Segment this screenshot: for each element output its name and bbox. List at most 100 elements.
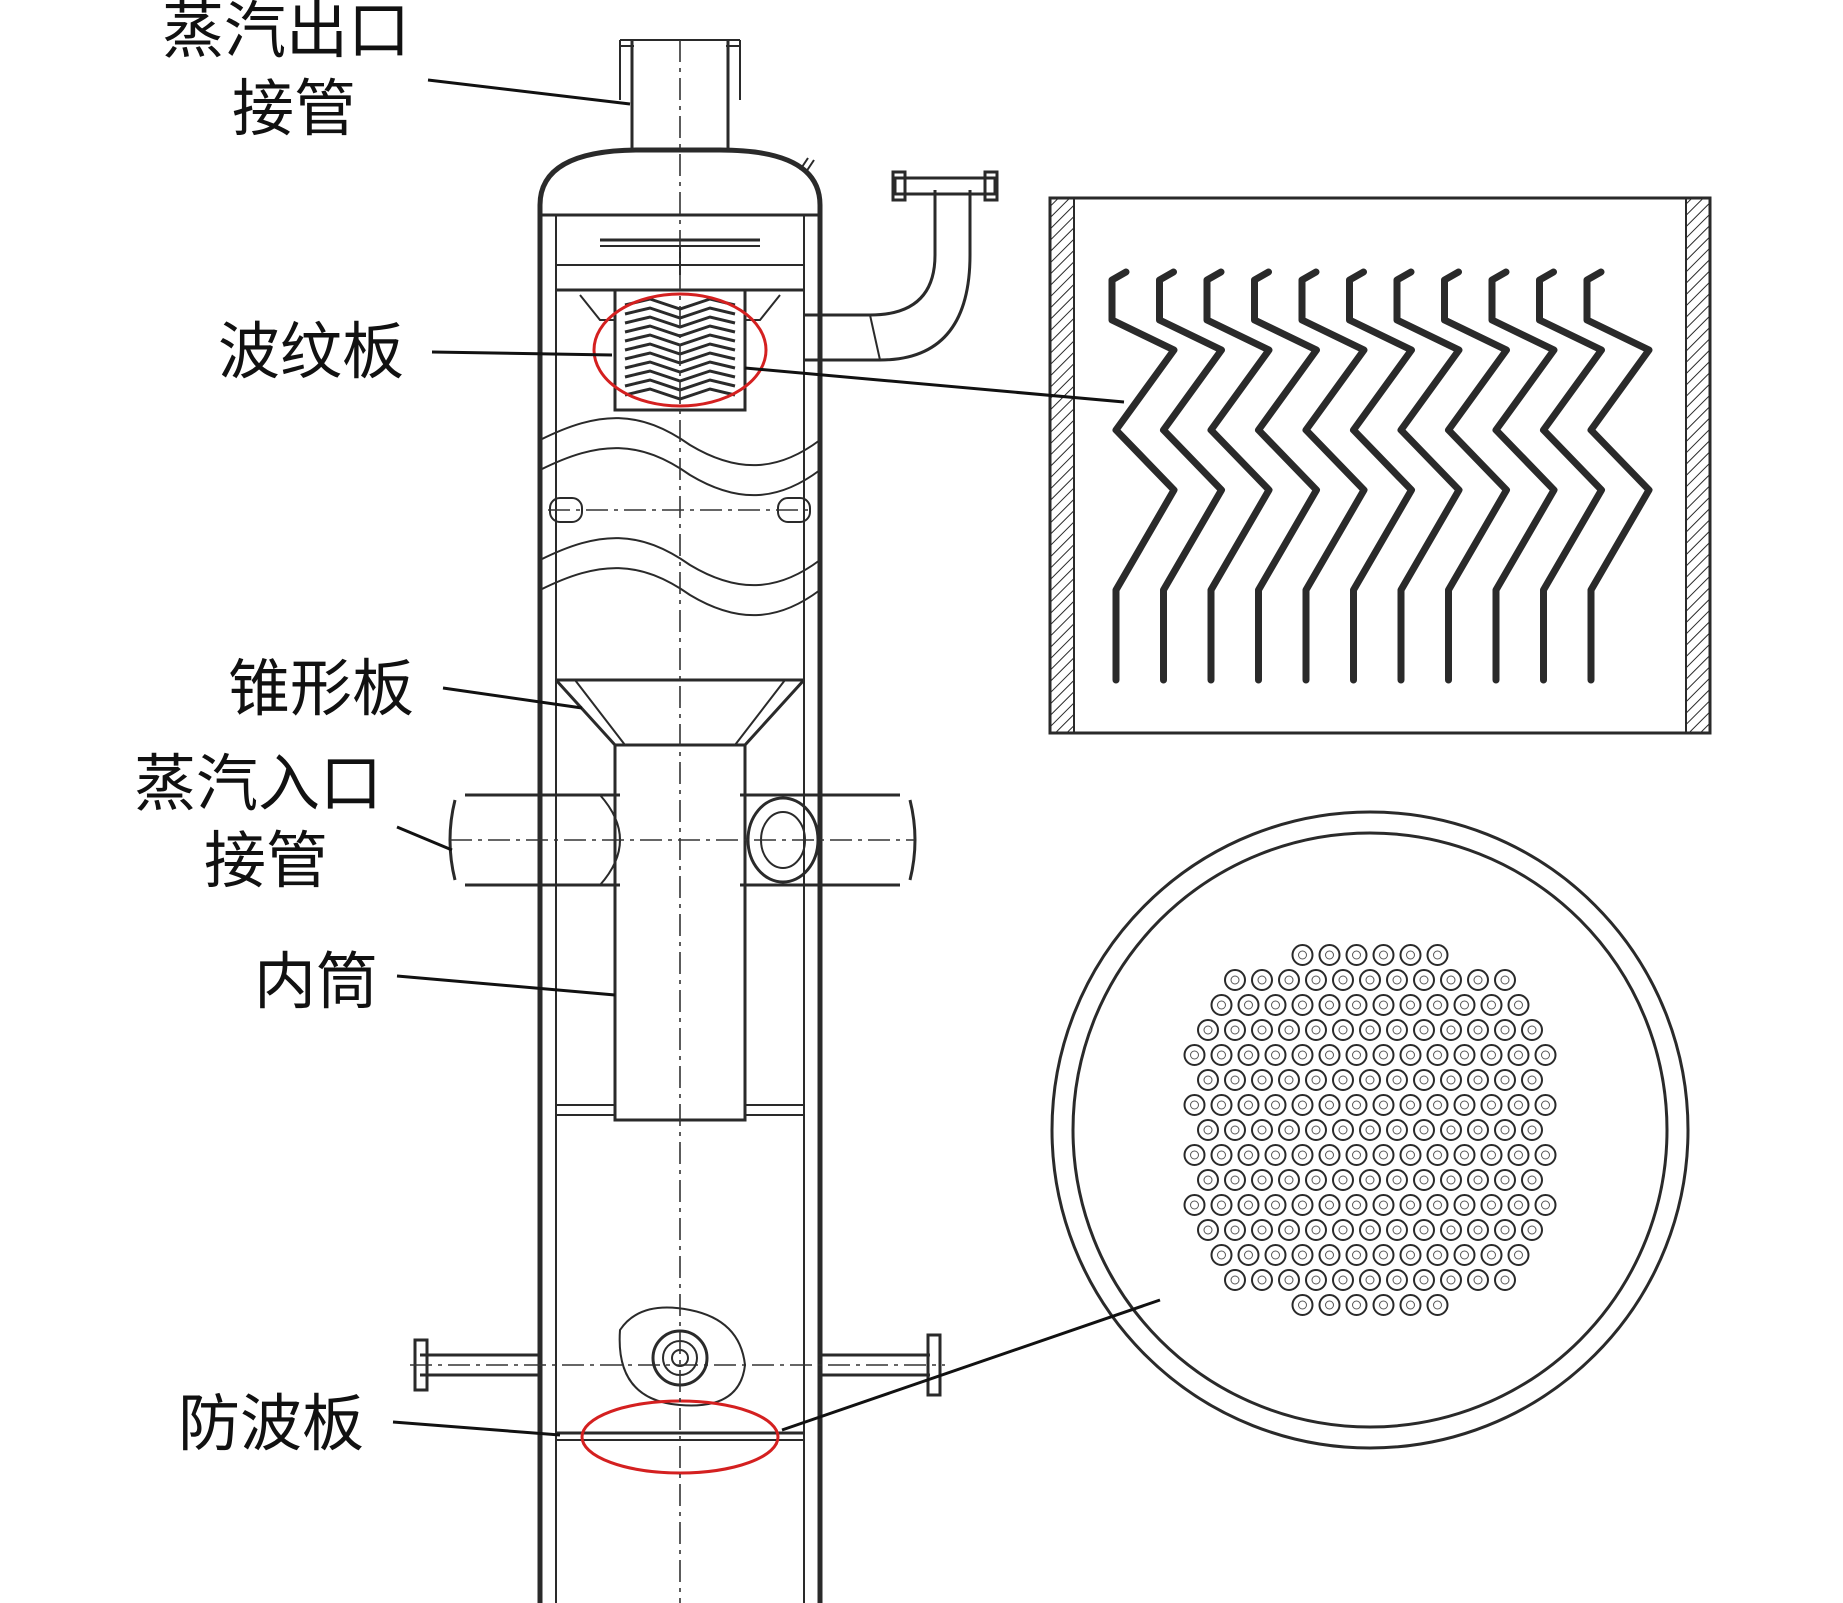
perforation-hole-inner — [1392, 1275, 1402, 1285]
perforation-hole-inner — [1190, 1100, 1199, 1110]
perforation-hole — [1251, 1269, 1273, 1291]
perforation-hole-inner — [1419, 1225, 1429, 1235]
perforation-hole-inner — [1271, 1200, 1280, 1210]
perforation-hole-inner — [1271, 1100, 1280, 1110]
perforation-hole-inner — [1230, 1125, 1240, 1135]
perforation-hole-inner — [1325, 950, 1334, 960]
perforation-hole — [1237, 1194, 1260, 1216]
perforation-hole-inner — [1271, 1150, 1280, 1160]
perforation-hole — [1413, 1269, 1435, 1291]
perforation-hole — [1372, 1094, 1395, 1116]
perforation-hole-inner — [1257, 1225, 1267, 1235]
bottom-nozzles — [410, 1306, 945, 1407]
perforation-hole — [1210, 1194, 1233, 1216]
perforation-hole-inner — [1379, 1200, 1388, 1210]
perforation-hole — [1264, 1144, 1287, 1166]
perforation-hole-inner — [1419, 1175, 1429, 1185]
label-steam-outlet-line1: 蒸汽出口 — [162, 0, 410, 67]
perforation-hole — [1467, 1219, 1489, 1241]
perforation-hole — [1264, 994, 1287, 1016]
perforation-hole-inner — [1500, 1025, 1510, 1035]
perforation-hole — [1426, 1194, 1449, 1216]
perforation-hole-inner — [1433, 1250, 1442, 1260]
perforation-hole — [1345, 1144, 1368, 1166]
perforation-hole — [1534, 1144, 1557, 1166]
perforation-hole — [1318, 1294, 1341, 1316]
perforation-hole-inner — [1352, 1250, 1361, 1260]
perforation-hole-inner — [1527, 1225, 1537, 1235]
perforation-hole — [1210, 1044, 1233, 1066]
perforation-hole-inner — [1325, 1100, 1334, 1110]
label-anti-wave-plate: 防波板 — [178, 1387, 364, 1460]
perforation-hole — [1251, 1019, 1273, 1041]
perforation-hole — [1291, 944, 1314, 966]
perforation-hole-inner — [1230, 1225, 1240, 1235]
perforation-hole-inner — [1406, 1250, 1415, 1260]
perforation-hole-inner — [1392, 1225, 1402, 1235]
corrugated-detail-view — [1048, 196, 1712, 735]
perforation-hole — [1413, 969, 1435, 991]
perforation-hole — [1345, 1094, 1368, 1116]
perforation-hole — [1183, 1144, 1206, 1166]
corrugated-blade — [1488, 268, 1558, 684]
perforation-hole — [1359, 1019, 1381, 1041]
perforation-hole-inner — [1311, 1225, 1321, 1235]
perforation-hole-inner — [1338, 1075, 1348, 1085]
perforation-hole — [1467, 969, 1489, 991]
leader-lines — [392, 78, 1161, 1437]
perforation-hole-inner — [1419, 1125, 1429, 1135]
perforation-hole-inner — [1446, 1025, 1456, 1035]
perforation-hole-inner — [1473, 1275, 1483, 1285]
perforation-hole-inner — [1433, 950, 1442, 960]
corrugated-blade — [1251, 268, 1320, 684]
perforation-hole — [1453, 994, 1476, 1016]
perforation-hole-inner — [1541, 1100, 1550, 1110]
perforation-hole — [1386, 1219, 1408, 1241]
vessel — [410, 39, 999, 1603]
perforation-hole-inner — [1460, 1200, 1469, 1210]
perforation-hole — [1386, 1069, 1408, 1091]
corrugated-blade — [1536, 268, 1605, 684]
perforation-hole-inner — [1284, 1225, 1294, 1235]
perforation-hole — [1318, 1244, 1341, 1266]
perforation-hole — [1440, 1169, 1462, 1191]
perforation-hole — [1521, 1019, 1543, 1041]
perforation-hole-inner — [1230, 1025, 1240, 1035]
perforation-hole — [1467, 1069, 1489, 1091]
perforation-hole — [1399, 1094, 1422, 1116]
perforation-hole — [1318, 1144, 1341, 1166]
perforation-hole-inner — [1379, 1250, 1388, 1260]
perforation-hole — [1278, 1069, 1300, 1091]
perforation-hole-inner — [1365, 1175, 1375, 1185]
perforation-hole — [1332, 1269, 1354, 1291]
perforation-hole-inner — [1298, 1050, 1307, 1060]
perforation-hole-inner — [1352, 1050, 1361, 1060]
steam-inlet-nozzles — [448, 793, 917, 887]
perforation-hole-inner — [1217, 1050, 1226, 1060]
perforation-hole-inner — [1244, 1150, 1253, 1160]
perforation-hole — [1332, 1019, 1354, 1041]
side-elbow-pipe — [804, 170, 999, 362]
perforation-hole-inner — [1446, 1275, 1456, 1285]
perforation-hole — [1332, 1119, 1354, 1141]
perforation-hole — [1318, 1044, 1341, 1066]
perforation-hole — [1426, 1094, 1449, 1116]
perforation-hole — [1264, 1244, 1287, 1266]
perforation-hole-inner — [1244, 1000, 1253, 1010]
perforation-hole — [1440, 1119, 1462, 1141]
perforation-hole — [1251, 1119, 1273, 1141]
perforation-hole-inner — [1527, 1175, 1537, 1185]
corrugated-blade — [1441, 268, 1510, 684]
perforation-hole — [1440, 969, 1462, 991]
perforation-hole — [1332, 1219, 1354, 1241]
perforation-hole-inner — [1541, 1050, 1550, 1060]
perforation-hole-inner — [1433, 1000, 1442, 1010]
perforation-hole-inner — [1500, 975, 1510, 985]
perforation-hole-inner — [1446, 1075, 1456, 1085]
perforation-hole — [1372, 1194, 1395, 1216]
perforation-hole-inner — [1500, 1175, 1510, 1185]
perforation-hole-inner — [1271, 1050, 1280, 1060]
perforation-hole — [1480, 1244, 1503, 1266]
perforation-hole — [1359, 1169, 1381, 1191]
perforation-hole-inner — [1460, 1050, 1469, 1060]
